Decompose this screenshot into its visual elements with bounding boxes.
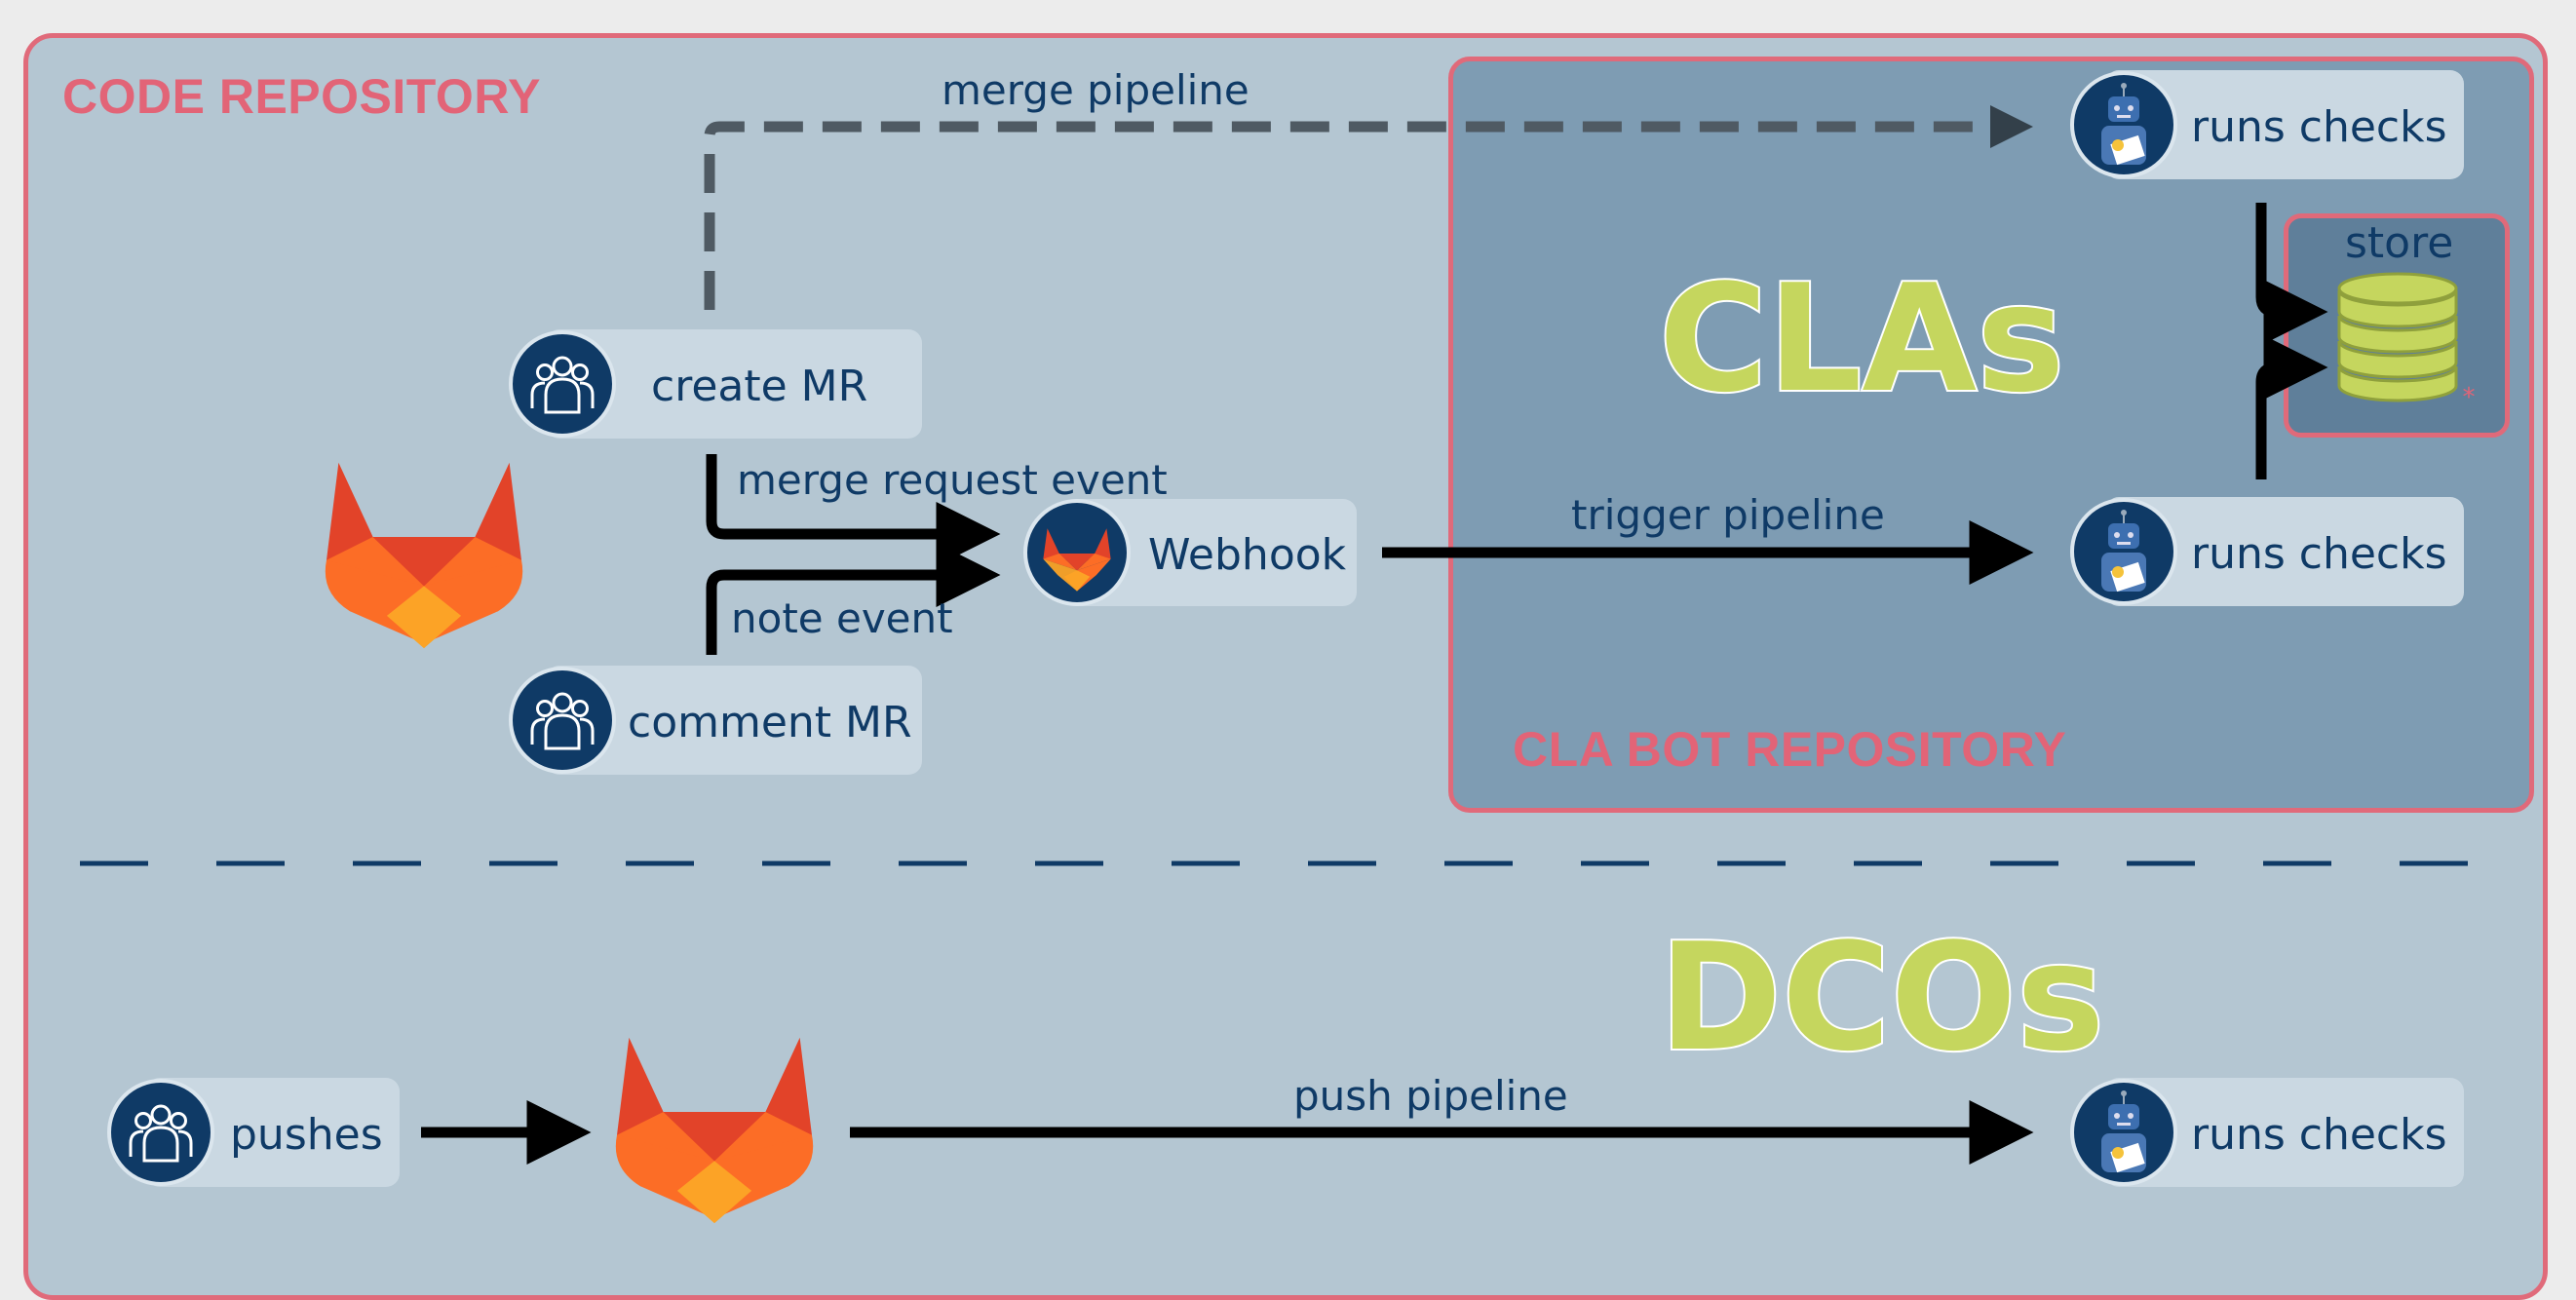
gitlab-logo-icon (1023, 499, 1131, 606)
runs-checks-push-label: runs checks (2191, 1110, 2447, 1160)
runs-checks-merge-label: runs checks (2191, 102, 2447, 152)
comment-mr-label: comment MR (628, 698, 912, 747)
dcos-heading: DCOs (1657, 911, 2106, 1084)
robot-icon (2070, 71, 2177, 178)
users-icon (107, 1079, 214, 1186)
store-arrow-bottom (2255, 335, 2328, 479)
store-arrow-top (2255, 203, 2328, 344)
merge-request-event-arrow (706, 454, 1001, 566)
create-mr-label: create MR (651, 362, 868, 411)
pushes-label: pushes (230, 1110, 383, 1160)
robot-icon (2070, 1079, 2177, 1186)
runs-checks-trigger-label: runs checks (2191, 529, 2447, 579)
svg-text:*: * (2463, 383, 2476, 412)
merge-request-event-label: merge request event (737, 456, 1168, 504)
webhook-label: Webhook (1148, 530, 1347, 580)
note-event-label: note event (731, 594, 953, 642)
gitlab-logo-icon (325, 462, 523, 649)
cla-bot-repository-title: CLA BOT REPOSITORY (1513, 722, 2067, 777)
merge-pipeline-arrow (704, 105, 2033, 310)
robot-icon (2070, 498, 2177, 605)
code-repository-title: CODE REPOSITORY (62, 69, 541, 124)
clas-heading: CLAs (1657, 252, 2067, 425)
trigger-pipeline-label: trigger pipeline (1571, 491, 1885, 539)
gitlab-logo-icon (615, 1037, 814, 1224)
users-icon (509, 667, 616, 774)
users-icon (509, 330, 616, 438)
push-pipeline-label: push pipeline (1293, 1072, 1568, 1120)
note-event-arrow (706, 543, 1001, 655)
store-label: store (2345, 218, 2454, 268)
database-icon: * (2337, 272, 2476, 412)
merge-pipeline-label: merge pipeline (942, 66, 1250, 114)
